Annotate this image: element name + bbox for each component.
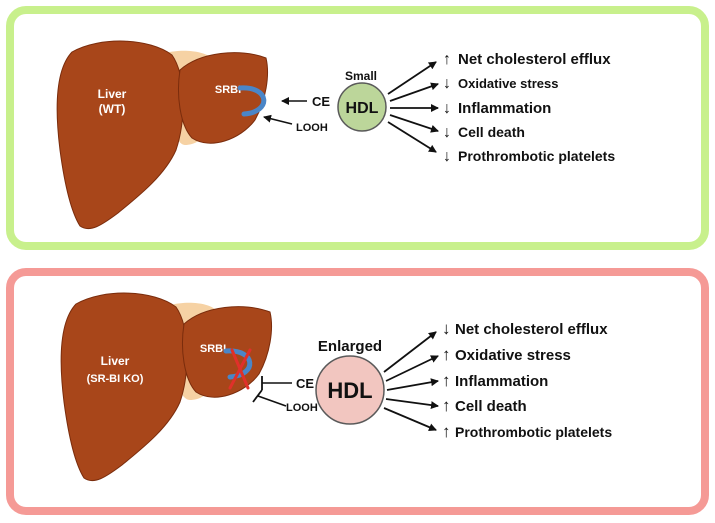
ko-effect-arrow: [385, 398, 439, 410]
ko-input-lines: CE LOOH: [252, 376, 318, 414]
wt-effect-dir: ↓: [443, 148, 451, 165]
wt-ce-label: CE: [312, 94, 330, 109]
ko-liver-left-lobe: [60, 292, 188, 482]
wt-effect-text: Net cholesterol efflux: [458, 51, 611, 68]
wt-hdl-size-label: Small: [345, 69, 377, 83]
wt-effect-text: Cell death: [458, 124, 525, 140]
wt-liver-label: Liver: [98, 87, 127, 101]
wt-liver-left-lobe: [56, 40, 184, 230]
wt-srbi-receptor: [237, 85, 267, 117]
wt-effect-arrow: [389, 114, 439, 133]
wt-looh-arrow: [263, 114, 293, 125]
ko-effect-dir: ↑: [442, 422, 451, 441]
wt-effect-arrow: [389, 82, 439, 102]
ko-liver-label: Liver: [101, 354, 130, 368]
wt-liver-group: Liver (WT) SRBI: [56, 40, 268, 230]
ko-looh-blocked-line: [257, 395, 287, 407]
ko-receptor-label: SRBI: [200, 343, 226, 355]
ko-effect-arrows: [383, 331, 439, 431]
wt-effects-list: ↑ Net cholesterol efflux ↓ Oxidative str…: [443, 51, 615, 165]
ko-hdl-label: HDL: [327, 378, 372, 403]
wt-effect-dir: ↓: [443, 124, 451, 141]
wt-input-arrows: CE LOOH: [263, 94, 330, 134]
wt-effect-dir: ↓: [443, 75, 451, 92]
ko-effects-list: ↓ Net cholesterol efflux ↑ Oxidative str…: [442, 319, 612, 441]
wt-looh-label: LOOH: [296, 122, 328, 134]
ko-effect-text: Inflammation: [455, 373, 548, 390]
ko-hdl-particle: [315, 355, 385, 425]
ko-knockout-x-icon: [228, 348, 252, 390]
ko-effect-dir: ↑: [442, 345, 451, 364]
ko-effect-dir: ↑: [442, 396, 451, 415]
ko-effect-arrow: [383, 331, 437, 373]
ko-effect-text: Net cholesterol efflux: [455, 321, 608, 338]
ko-looh-label: LOOH: [286, 402, 318, 414]
wt-receptor-label: SRBI: [215, 84, 241, 96]
wt-hdl-particle: [337, 82, 387, 132]
ko-effect-arrow: [385, 355, 439, 382]
ko-looh-block-bar: [252, 389, 263, 403]
wt-effect-text: Prothrombotic platelets: [458, 148, 615, 164]
ko-effect-arrow: [383, 407, 437, 431]
ko-hdl-size-label: Enlarged: [318, 338, 382, 355]
wt-effect-dir: ↑: [443, 51, 451, 68]
wt-liver-right-lobe: [178, 52, 268, 144]
wt-effect-arrows: [387, 61, 439, 153]
wt-effect-text: Inflammation: [458, 100, 551, 117]
wt-effect-arrow: [387, 121, 437, 153]
wt-liver-sub: (WT): [99, 102, 126, 116]
wt-hdl-label: HDL: [346, 100, 379, 117]
ko-liver-sub: (SR-BI KO): [87, 373, 144, 385]
ko-hdl-group: Enlarged HDL: [315, 338, 385, 425]
ko-ce-label: CE: [296, 376, 314, 391]
ko-effect-dir: ↑: [442, 371, 451, 390]
wt-effect-arrow: [387, 61, 437, 95]
wt-hdl-group: Small HDL: [337, 69, 387, 132]
ko-effect-dir: ↓: [442, 319, 451, 338]
ko-effect-text: Oxidative stress: [455, 347, 571, 364]
wt-effect-text: Oxidative stress: [458, 76, 558, 91]
ko-liver-group: Liver (SR-BI KO) SRBI: [60, 292, 272, 482]
ko-effect-text: Cell death: [455, 398, 527, 415]
ko-effect-text: Prothrombotic platelets: [455, 424, 612, 440]
ko-effect-arrow: [386, 378, 439, 391]
wt-effect-dir: ↓: [443, 100, 451, 117]
